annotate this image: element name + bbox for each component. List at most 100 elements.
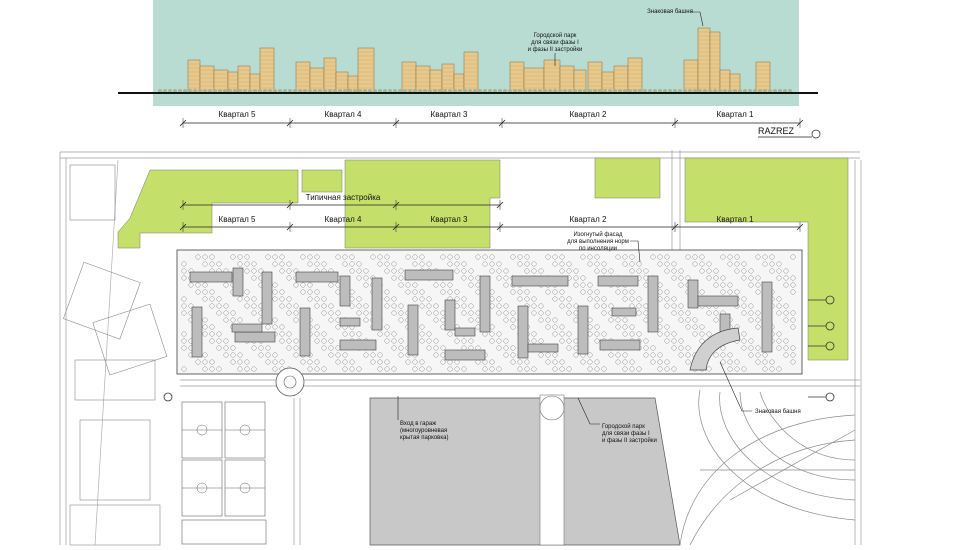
tree [783,338,789,344]
tree [307,282,313,288]
residential-block [687,279,699,309]
tree [335,324,341,330]
tree [272,317,278,323]
tree [601,296,607,302]
tree [314,254,320,260]
tree [685,359,691,365]
tree [461,303,467,309]
tree [356,366,362,372]
tree [720,352,726,358]
tree [559,359,565,365]
tree [209,359,215,365]
tree [447,254,453,260]
tree [209,254,215,260]
soccer-field-circle [196,482,208,494]
plan-quarter-2: Квартал 2 [570,215,607,224]
tree [545,324,551,330]
tree [272,366,278,372]
tree [727,352,733,358]
tree [307,296,313,302]
tree [307,359,313,365]
tree [566,331,572,337]
tree [664,254,670,260]
tree [286,303,292,309]
section-label: RAZREZ [758,126,795,136]
tree [608,303,614,309]
tree [713,268,719,274]
tree [615,254,621,260]
tree [412,254,418,260]
tree [699,261,705,267]
tree [223,303,229,309]
typical-label: Типичная застройка [306,193,381,202]
tree [657,254,663,260]
tree [601,366,607,372]
tree [440,289,446,295]
plan-quarter-3: Квартал 3 [431,215,468,224]
tree [293,345,299,351]
tree [202,296,208,302]
tree [622,359,628,365]
tree [545,289,551,295]
tree [762,352,768,358]
tree [461,366,467,372]
tree [258,352,264,358]
tree [202,289,208,295]
tree [601,331,607,337]
tree [454,268,460,274]
tree [790,289,796,295]
tree [230,345,236,351]
tree [706,310,712,316]
tree [251,366,257,372]
tree [608,268,614,274]
tree [440,254,446,260]
tree [202,352,208,358]
tree [503,310,509,316]
tree [251,261,257,267]
tree [398,282,404,288]
tree [594,254,600,260]
tree [321,310,327,316]
tree [727,359,733,365]
tree [181,338,187,344]
tree [776,338,782,344]
tree [279,338,285,344]
tree [545,359,551,365]
elevation-building [401,61,417,94]
tree [510,317,516,323]
neighbor-blocks [63,164,168,546]
tree [531,296,537,302]
tree [321,261,327,267]
elevation-building [323,57,337,94]
tree [314,303,320,309]
tree [468,317,474,323]
tree [636,310,642,316]
tree [783,303,789,309]
tree [426,331,432,337]
tree [286,268,292,274]
tree [727,289,733,295]
tree [398,310,404,316]
tree [454,296,460,302]
tree [328,310,334,316]
tree [272,254,278,260]
facade-note-leader [630,240,641,263]
tree [636,296,642,302]
tree [517,296,523,302]
tree [482,254,488,260]
tree [671,331,677,337]
tree [524,289,530,295]
tree [307,366,313,372]
tree [538,303,544,309]
tree [335,352,341,358]
tree [328,352,334,358]
tree [496,303,502,309]
tree [566,366,572,372]
tree [727,261,733,267]
residential-block [191,306,203,358]
tree [643,352,649,358]
tree [412,359,418,365]
tree [776,310,782,316]
tree [643,345,649,351]
residential-blocks [189,267,773,361]
